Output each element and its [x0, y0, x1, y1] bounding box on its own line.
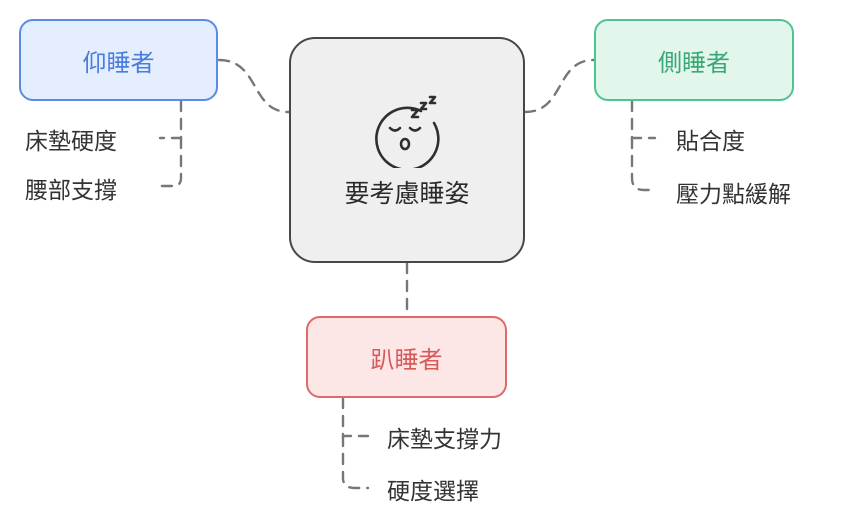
sleeping-face-icon: [375, 95, 440, 168]
branch-stomach-sleepers: 趴睡者: [306, 316, 507, 398]
leaf-back-2: 腰部支撐: [25, 178, 117, 204]
leaf-back-1: 床墊硬度: [25, 129, 117, 155]
connector-stomach-leaf-1: [341, 396, 370, 438]
leaf-stomach-2: 硬度選擇: [387, 479, 479, 505]
center-node: 要考慮睡姿: [289, 37, 525, 263]
leaf-side-2: 壓力點緩解: [676, 182, 791, 208]
connector-back: [217, 58, 291, 114]
leaf-stomach-1: 床墊支撐力: [387, 427, 502, 453]
connector-side-leaf-2: [630, 136, 657, 192]
connector-side-leaf-1: [630, 99, 657, 140]
connector-stomach-leaf-2: [341, 434, 370, 490]
connector-back-leaf-1: [158, 99, 183, 140]
center-label: 要考慮睡姿: [344, 179, 470, 208]
connector-back-leaf-2: [158, 136, 183, 188]
branch-side-sleepers: 側睡者: [594, 19, 794, 101]
connector-side: [523, 58, 596, 114]
leaf-side-1: 貼合度: [676, 129, 745, 155]
branch-back-sleepers: 仰睡者: [19, 19, 218, 101]
